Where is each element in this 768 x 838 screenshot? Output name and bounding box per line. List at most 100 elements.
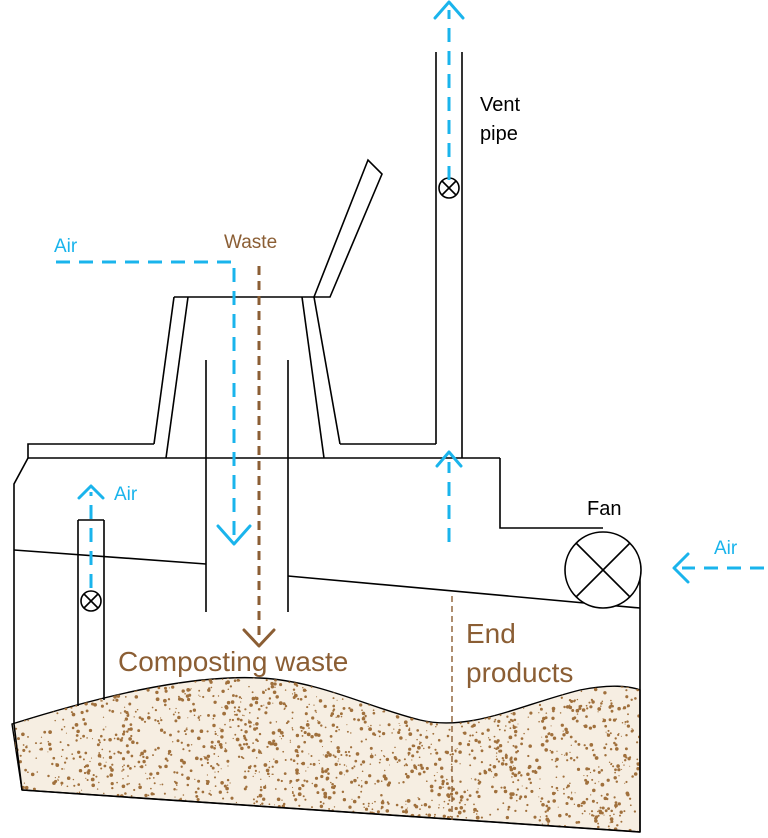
compost-speckle xyxy=(443,800,446,803)
compost-speckle xyxy=(517,723,519,725)
compost-speckle xyxy=(123,720,125,722)
compost-speckle xyxy=(84,751,88,755)
compost-speckle xyxy=(123,764,125,767)
compost-speckle xyxy=(214,785,217,787)
compost-speckle xyxy=(588,701,591,704)
compost-speckle xyxy=(283,772,287,775)
compost-speckle xyxy=(316,791,320,795)
compost-speckle xyxy=(597,707,602,711)
compost-speckle xyxy=(98,752,101,754)
compost-speckle xyxy=(157,831,161,832)
compost-speckle xyxy=(97,827,101,831)
compost-speckle xyxy=(363,822,367,826)
compost-speckle xyxy=(62,718,65,721)
compost-speckle xyxy=(356,777,359,779)
compost-speckle xyxy=(58,694,62,698)
compost-speckle xyxy=(475,731,478,734)
compost-speckle xyxy=(111,689,114,691)
compost-speckle xyxy=(454,759,458,763)
compost-speckle xyxy=(271,818,273,820)
compost-speckle xyxy=(412,744,416,748)
compost-speckle xyxy=(460,716,465,721)
compost-speckle xyxy=(112,828,116,832)
compost-speckle xyxy=(235,694,238,698)
compost-speckle xyxy=(116,694,121,698)
compost-speckle xyxy=(224,832,226,834)
compost-speckle xyxy=(312,818,317,822)
compost-speckle xyxy=(192,827,195,831)
compost-speckle xyxy=(185,694,190,698)
air-flow-top xyxy=(56,260,252,546)
compost-speckle xyxy=(240,701,242,703)
compost-speckle xyxy=(176,784,178,787)
compost-speckle xyxy=(263,785,267,790)
compost-speckle xyxy=(34,673,35,674)
compost-speckle xyxy=(480,709,482,711)
compost-speckle xyxy=(258,793,263,798)
compost-speckle xyxy=(216,762,219,765)
compost-speckle xyxy=(188,749,191,752)
compost-speckle xyxy=(430,692,434,696)
compost-speckle xyxy=(597,825,600,829)
air-flow-left-intake xyxy=(77,484,105,588)
compost-speckle xyxy=(535,758,539,763)
compost-speckle xyxy=(292,696,296,699)
compost-speckle xyxy=(597,770,601,774)
compost-speckle xyxy=(226,823,228,825)
compost-speckle xyxy=(231,694,235,697)
compost-speckle xyxy=(54,809,58,813)
compost-speckle xyxy=(609,732,612,735)
compost-speckle xyxy=(83,771,87,775)
compost-speckle xyxy=(413,671,416,674)
compost-speckle xyxy=(120,829,124,832)
compost-speckle xyxy=(417,689,422,694)
compost-speckle xyxy=(636,762,638,764)
compost-speckle xyxy=(441,782,445,786)
compost-speckle xyxy=(546,817,548,819)
compost-speckle xyxy=(552,736,557,740)
compost-speckle xyxy=(459,722,462,725)
compost-speckle xyxy=(340,753,343,757)
compost-speckle xyxy=(336,746,340,750)
compost-speckle xyxy=(398,782,400,784)
compost-speckle xyxy=(575,821,579,824)
compost-speckle xyxy=(280,779,283,783)
compost-speckle xyxy=(376,779,380,783)
compost-speckle xyxy=(574,792,576,794)
compost-speckle xyxy=(52,781,56,785)
compost-speckle xyxy=(255,722,259,726)
compost-speckle xyxy=(63,761,67,764)
compost-speckle xyxy=(121,770,123,772)
compost-speckle xyxy=(124,792,127,795)
compost-speckle xyxy=(18,760,22,764)
compost-speckle xyxy=(289,741,292,743)
compost-speckle xyxy=(319,800,322,804)
compost-speckle xyxy=(222,797,225,800)
compost-speckle xyxy=(245,742,249,746)
compost-speckle xyxy=(181,698,185,702)
compost-speckle xyxy=(279,683,283,687)
compost-speckle xyxy=(581,812,584,815)
compost-speckle xyxy=(47,824,51,829)
compost-speckle xyxy=(65,732,67,734)
compost-speckle xyxy=(198,715,200,718)
compost-speckle xyxy=(403,720,408,725)
compost-speckle xyxy=(291,711,294,714)
compost-speckle xyxy=(311,716,315,720)
compost-speckle xyxy=(259,830,263,832)
compost-speckle xyxy=(597,711,599,713)
compost-speckle xyxy=(442,814,446,818)
compost-speckle xyxy=(241,756,244,759)
compost-speckle xyxy=(58,805,61,808)
compost-speckle xyxy=(541,689,544,692)
compost-speckle xyxy=(66,776,71,780)
compost-speckle xyxy=(573,803,576,805)
compost-speckle xyxy=(525,787,528,790)
compost-speckle xyxy=(47,683,50,685)
compost-speckle xyxy=(604,724,608,728)
compost-speckle xyxy=(323,794,328,799)
compost-speckle xyxy=(600,702,603,705)
compost-speckle xyxy=(22,744,25,746)
compost-speckle xyxy=(416,738,418,741)
compost-speckle xyxy=(496,808,499,811)
